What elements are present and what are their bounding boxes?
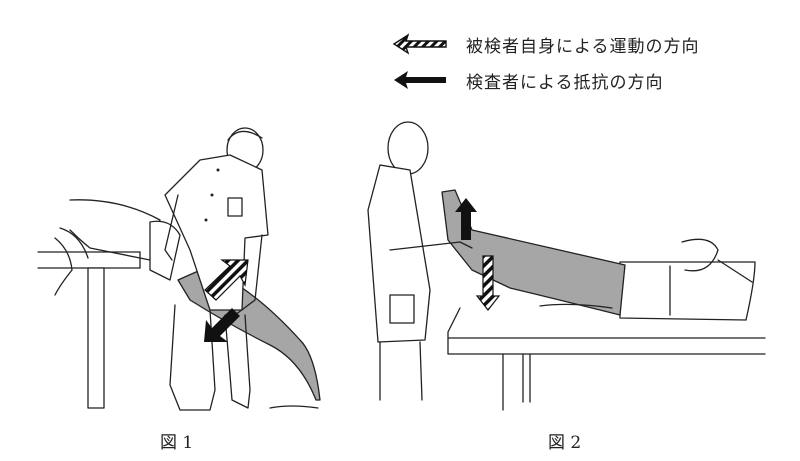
solid-arrow-left-icon [394, 71, 446, 89]
striped-arrow-left-icon [392, 33, 447, 55]
legend-item-examiner-resistance: 検査者による抵抗の方向 [392, 62, 700, 98]
subject-motion-arrow [204, 259, 249, 301]
exam-table [447, 307, 766, 411]
examiner [367, 121, 473, 401]
legend-item-subject-motion: 被検者自身による運動の方向 [392, 26, 700, 62]
figure-1-illustration [0, 110, 360, 420]
legend-label-examiner-resistance: 検査者による抵抗の方向 [466, 72, 664, 93]
subject-body [619, 238, 756, 321]
figure-2-illustration [360, 110, 800, 420]
subject-motion-arrow [475, 255, 501, 311]
exam-table [37, 251, 141, 409]
subject-leg-shaded [441, 189, 626, 316]
legend: 被検者自身による運動の方向 検査者による抵抗の方向 [392, 26, 700, 98]
examiner-resistance-arrow [204, 308, 240, 342]
figure-2-caption: 図 2 [548, 433, 582, 453]
examiner [164, 127, 269, 411]
subject-body [54, 199, 181, 296]
examiner-resistance-arrow [455, 198, 477, 240]
figure-1-caption: 図 1 [160, 433, 194, 453]
legend-label-subject-motion: 被検者自身による運動の方向 [466, 36, 700, 57]
